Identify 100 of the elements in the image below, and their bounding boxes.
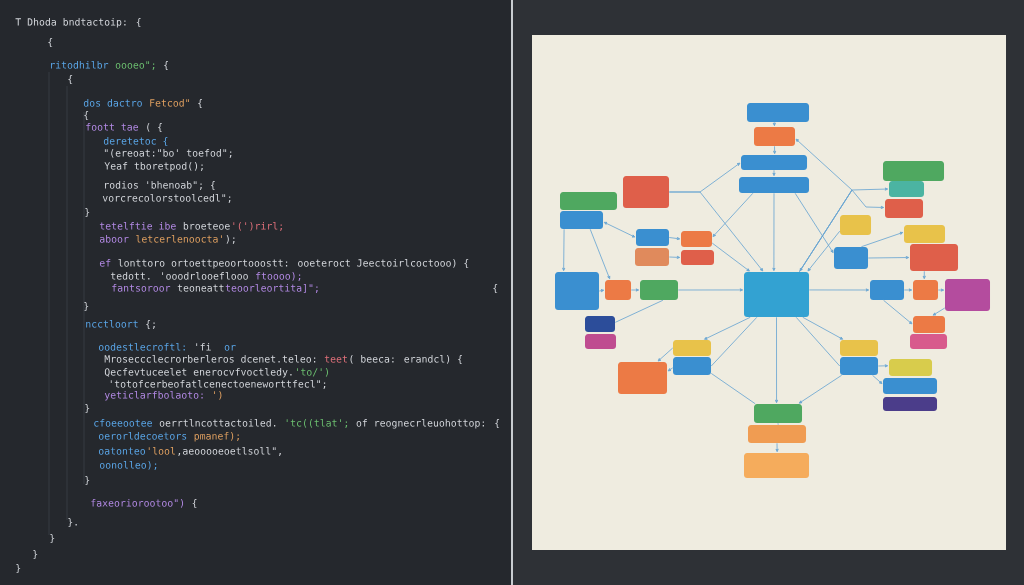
arrow — [932, 307, 946, 316]
code-text: faxeoriorootoo") — [91, 499, 184, 508]
code-text: pmanef); — [194, 432, 239, 442]
code-text: vorcrecolorstoolcedl"; — [102, 194, 231, 203]
flow-box — [555, 272, 599, 310]
connector-line — [710, 373, 756, 405]
code-text: dos dactro — [83, 99, 142, 107]
code-text: teet — [324, 355, 347, 363]
code-text: { — [192, 499, 197, 509]
code-text: 'to/') — [297, 368, 328, 377]
code-text: } — [16, 564, 21, 574]
code-text: teoorleortita]"; — [225, 284, 318, 293]
flow-box — [945, 279, 990, 311]
arrow — [922, 270, 926, 280]
code-text: tedott. 'ooodrlooeflooo — [110, 272, 248, 280]
code-text: Yeaf tboretpod(); — [104, 162, 203, 172]
code-text: fantsoroor — [112, 284, 171, 292]
flow-box — [681, 250, 714, 265]
flow-box — [910, 244, 958, 271]
code-text: ncctloort — [86, 320, 138, 328]
code-text: 'fi — [196, 343, 211, 351]
code-text: 'lool — [148, 447, 175, 455]
flow-box — [748, 425, 806, 443]
code-text: ); — [226, 235, 235, 244]
arrow — [807, 230, 841, 272]
arrow — [883, 299, 913, 325]
arrow — [603, 221, 636, 238]
code-text: lonttoro ortoettpeoortooostt: ooeteroct Jeectoirlcoctooo) { — [118, 259, 469, 269]
code-text: }. — [68, 518, 77, 528]
code-text: { — [164, 61, 168, 71]
arrow — [711, 242, 750, 272]
code-text: ftoooo); — [256, 272, 301, 281]
code-text: oooeo"; — [115, 61, 155, 70]
flow-box — [618, 362, 667, 394]
code-text: of reognecrleuohottop: { — [356, 419, 500, 429]
flow-box — [673, 357, 711, 375]
code-text: cfoeeootee — [94, 419, 152, 427]
arrow — [630, 288, 640, 292]
arrow — [772, 169, 776, 177]
code-text: deretetoc { — [103, 137, 168, 147]
code-text: foott tae — [86, 123, 139, 131]
code-text: { — [68, 75, 73, 85]
flow-box — [560, 192, 617, 210]
arrow — [903, 288, 913, 292]
code-text: { — [198, 99, 202, 109]
arrow — [598, 289, 605, 293]
code-text: "(ereoat:"bo' toefod"; — [104, 149, 232, 158]
flow-box — [754, 404, 802, 423]
arrow — [589, 228, 611, 280]
flow-box — [883, 378, 937, 394]
flow-box — [883, 161, 944, 181]
connector-line — [795, 316, 841, 367]
code-text: 'tc((tlat'; — [286, 419, 348, 428]
arrow — [860, 231, 904, 248]
code-text: { — [48, 38, 53, 48]
flow-box — [834, 247, 868, 269]
code-text: } — [50, 534, 55, 544]
code-text: ef — [99, 259, 111, 267]
code-text: aboor — [99, 235, 129, 243]
code-text: letcerlenoocta' — [136, 235, 222, 243]
code-text: yeticlarfbolaoto: — [104, 391, 203, 401]
arrow — [794, 192, 834, 254]
flow-box — [840, 357, 878, 375]
code-text: } — [85, 404, 90, 414]
flow-box — [744, 272, 809, 317]
flow-box — [913, 280, 938, 300]
connector-line — [614, 299, 664, 323]
code-text: oerorldecoetors — [98, 432, 187, 440]
flow-box — [681, 231, 712, 247]
arrow — [772, 192, 776, 272]
code-text: ') — [214, 391, 222, 400]
flow-box — [623, 176, 669, 208]
code-text: oodestlecroftl: — [98, 343, 185, 351]
arrow — [867, 256, 910, 260]
flow-box — [744, 453, 809, 478]
code-text: ritodhilbr — [51, 61, 109, 69]
arrow — [668, 255, 681, 259]
arrow — [798, 374, 843, 404]
code-text: rodios 'bhenoab"; { — [105, 181, 215, 191]
flow-box — [870, 280, 904, 300]
flow-box — [585, 316, 615, 332]
arrow — [668, 191, 764, 272]
flow-box — [889, 181, 924, 197]
code-text: Fetcod" — [150, 99, 189, 107]
arrow — [704, 316, 751, 340]
flow-box — [910, 334, 947, 349]
arrow — [712, 192, 754, 237]
flow-box — [840, 340, 878, 356]
code-text: 'totofcerbeofatlcenectoeneworttfecl"; — [110, 380, 326, 389]
code-text: } — [85, 476, 90, 486]
code-text: oerrtlncottactoiled. — [159, 419, 276, 427]
flow-box — [889, 359, 932, 376]
code-text: oatonteo — [98, 447, 146, 455]
code-text: { — [493, 284, 498, 294]
code-text: } — [84, 302, 89, 312]
code-text: T Dhoda bndtactoip: { — [15, 18, 141, 28]
code-text: Qecfevtuceelet enerocvfvoctledy. — [104, 368, 292, 378]
flow-box — [560, 211, 603, 229]
flow-box — [883, 397, 937, 411]
flow-box — [754, 127, 795, 146]
